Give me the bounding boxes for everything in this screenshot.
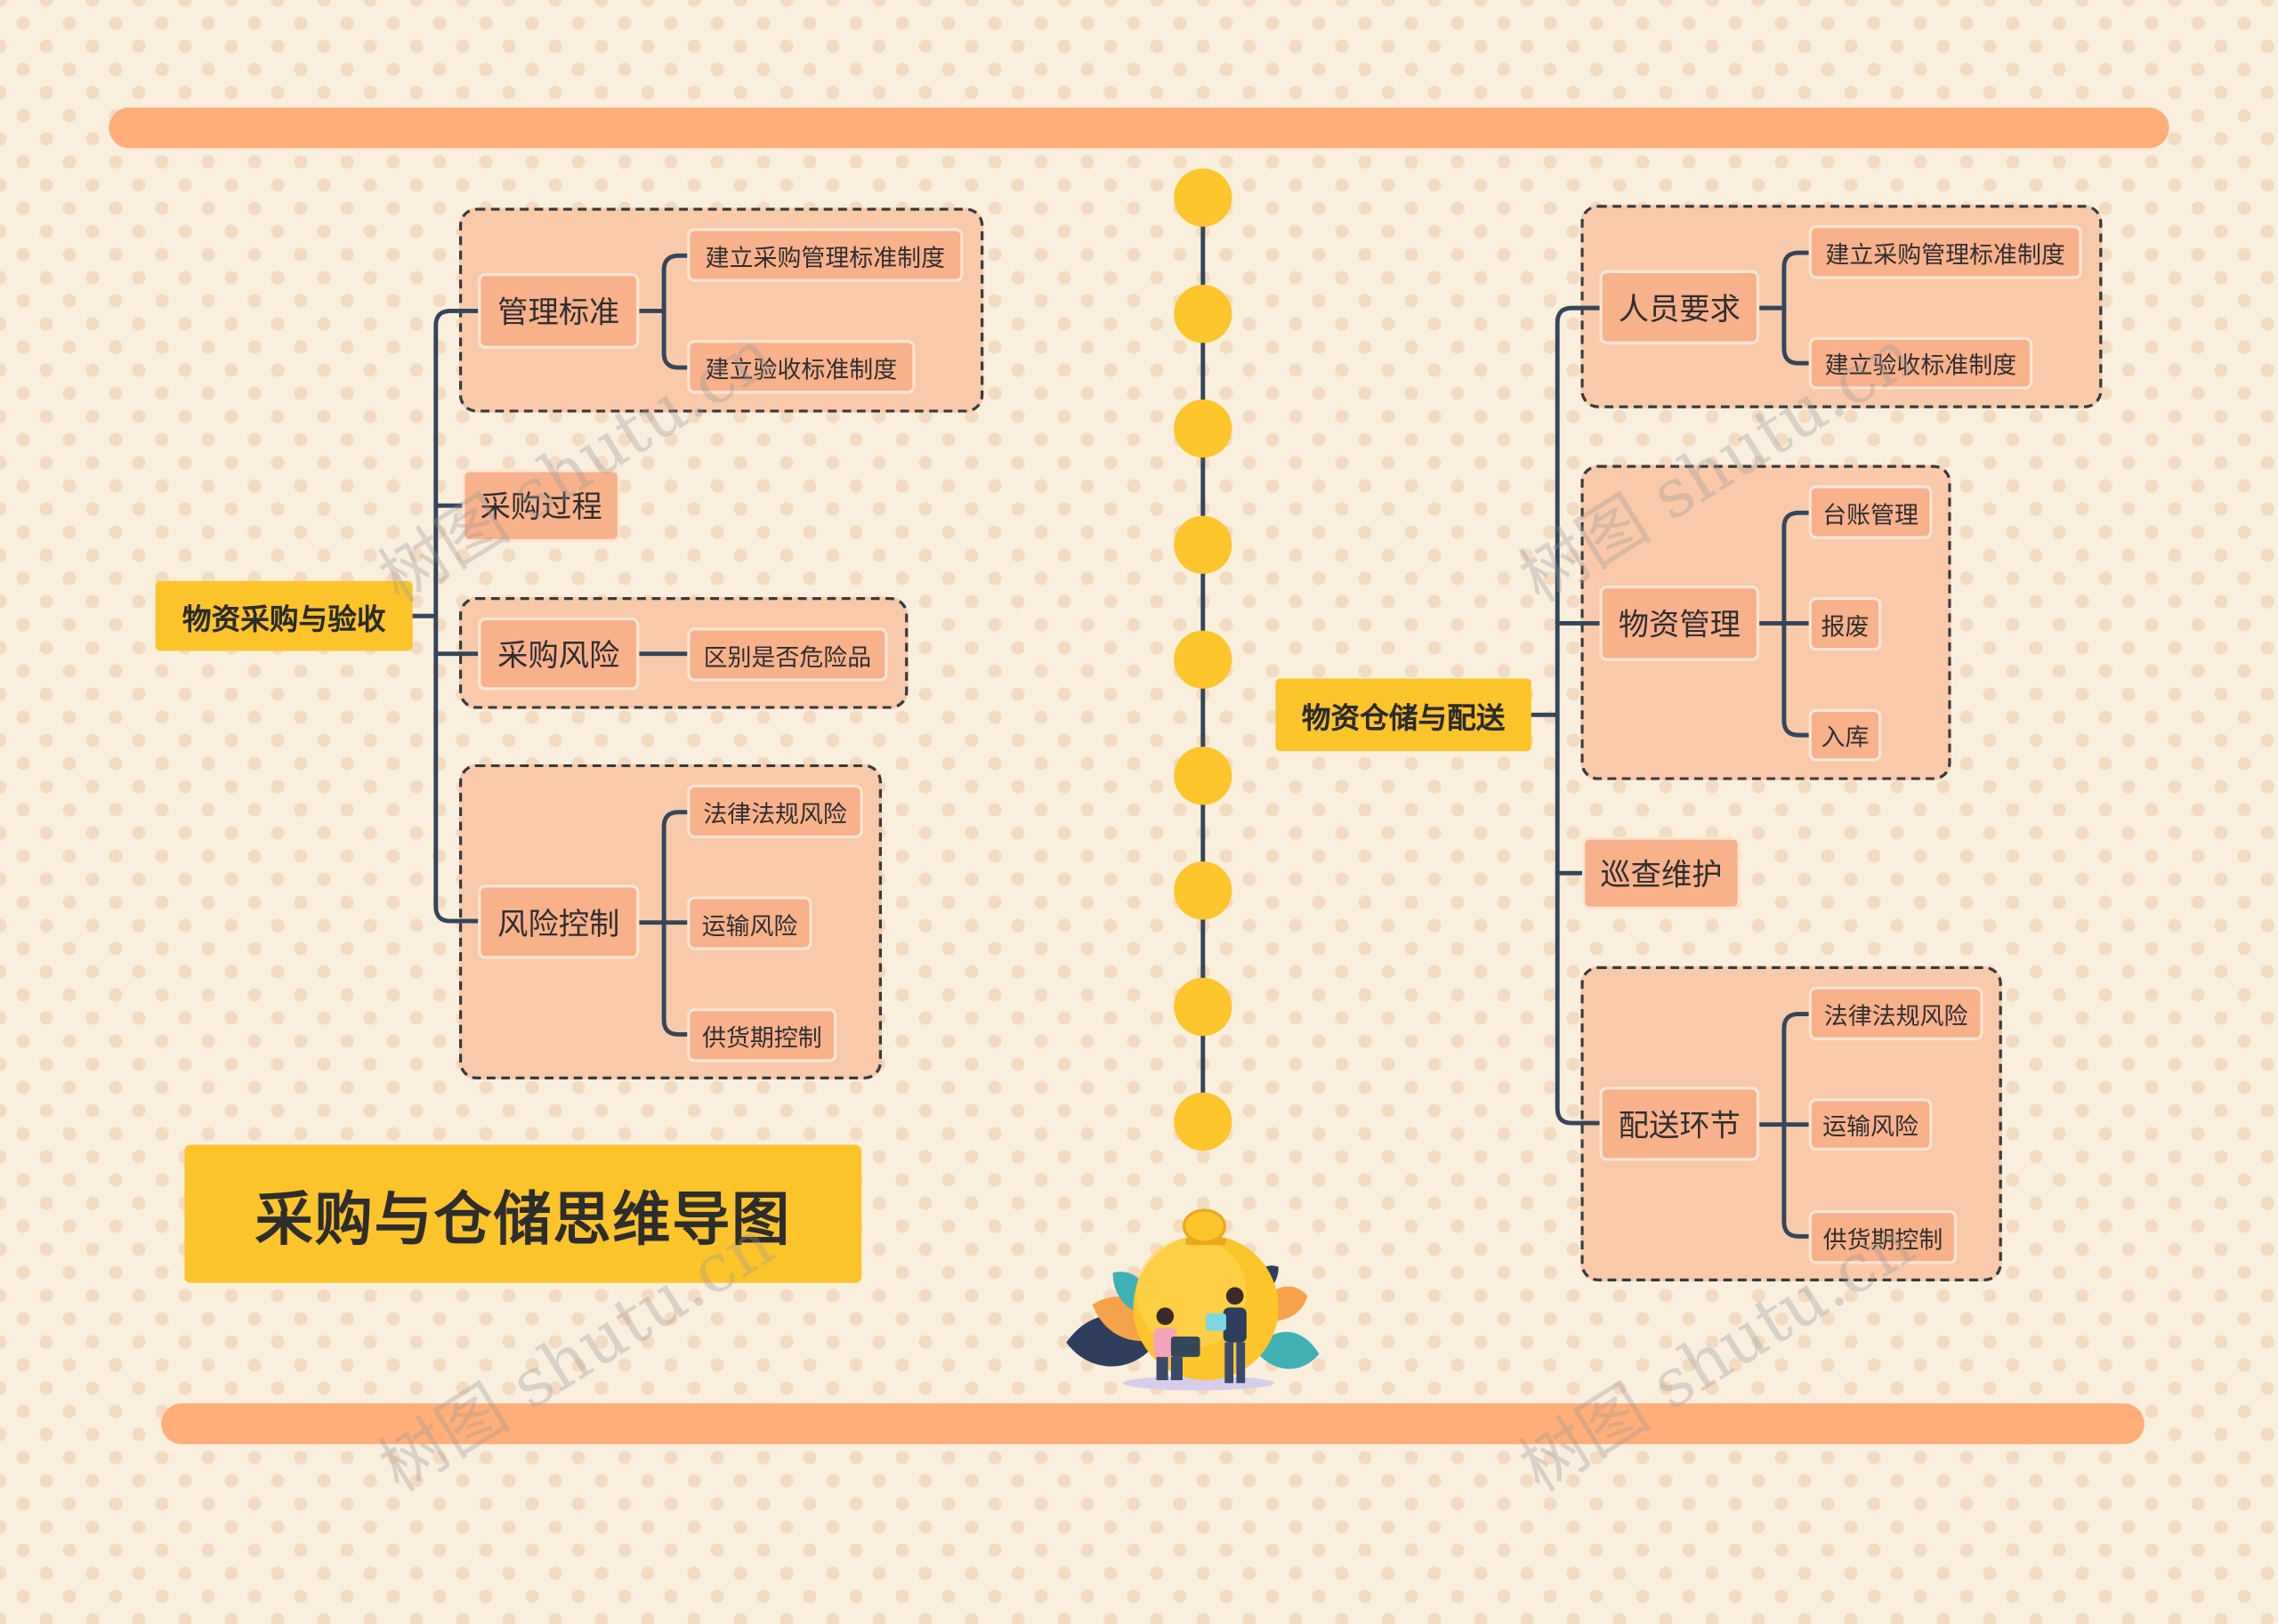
leaf-node: 建立采购管理标准制度 — [687, 228, 963, 281]
branch-node: 采购过程 — [462, 469, 620, 542]
leaf-node: 运输风险 — [687, 896, 812, 949]
connector — [1557, 308, 1599, 1123]
page-title: 采购与仓储思维导图 — [184, 1145, 861, 1283]
leaf-node: 运输风险 — [1809, 1098, 1933, 1151]
branch-node: 配送环节 — [1600, 1087, 1760, 1160]
connector — [436, 311, 478, 921]
timeline-dot — [1174, 285, 1232, 343]
timeline-dot — [1174, 168, 1232, 226]
branch-node: 采购风险 — [478, 618, 639, 691]
timeline-dot — [1174, 400, 1232, 457]
leaf-node: 入库 — [1809, 709, 1882, 762]
branch-node: 风险控制 — [478, 885, 639, 958]
root-node-left: 物资采购与验收 — [156, 581, 413, 650]
leaf-node: 建立验收标准制度 — [1809, 337, 2032, 390]
root-node-right: 物资仓储与配送 — [1275, 678, 1531, 751]
leaf-node: 建立验收标准制度 — [687, 340, 915, 393]
piggy-bank-coin-people-icon — [1061, 1203, 1325, 1395]
branch-node: 人员要求 — [1600, 271, 1760, 344]
leaf-node: 法律法规风险 — [1809, 987, 1983, 1040]
connector — [664, 255, 687, 368]
branch-node: 管理标准 — [478, 273, 639, 349]
branch-node: 巡查维护 — [1582, 836, 1741, 909]
leaf-node: 建立采购管理标准制度 — [1809, 225, 2082, 279]
leaf-node: 报废 — [1809, 597, 1882, 650]
leaf-node: 台账管理 — [1809, 485, 1933, 538]
leaf-node: 供货期控制 — [1809, 1210, 1958, 1264]
branch-node: 物资管理 — [1600, 586, 1760, 661]
connector — [1784, 253, 1809, 363]
timeline-dot — [1174, 1093, 1232, 1151]
leaf-node: 供货期控制 — [687, 1008, 836, 1062]
timeline-dot — [1174, 747, 1232, 804]
timeline-dot — [1174, 978, 1232, 1036]
leaf-node: 区别是否危险品 — [687, 627, 887, 681]
leaf-node: 法律法规风险 — [687, 785, 863, 838]
timeline-dot — [1174, 631, 1232, 689]
timeline-dot — [1174, 516, 1232, 574]
timeline-dot — [1174, 861, 1232, 919]
